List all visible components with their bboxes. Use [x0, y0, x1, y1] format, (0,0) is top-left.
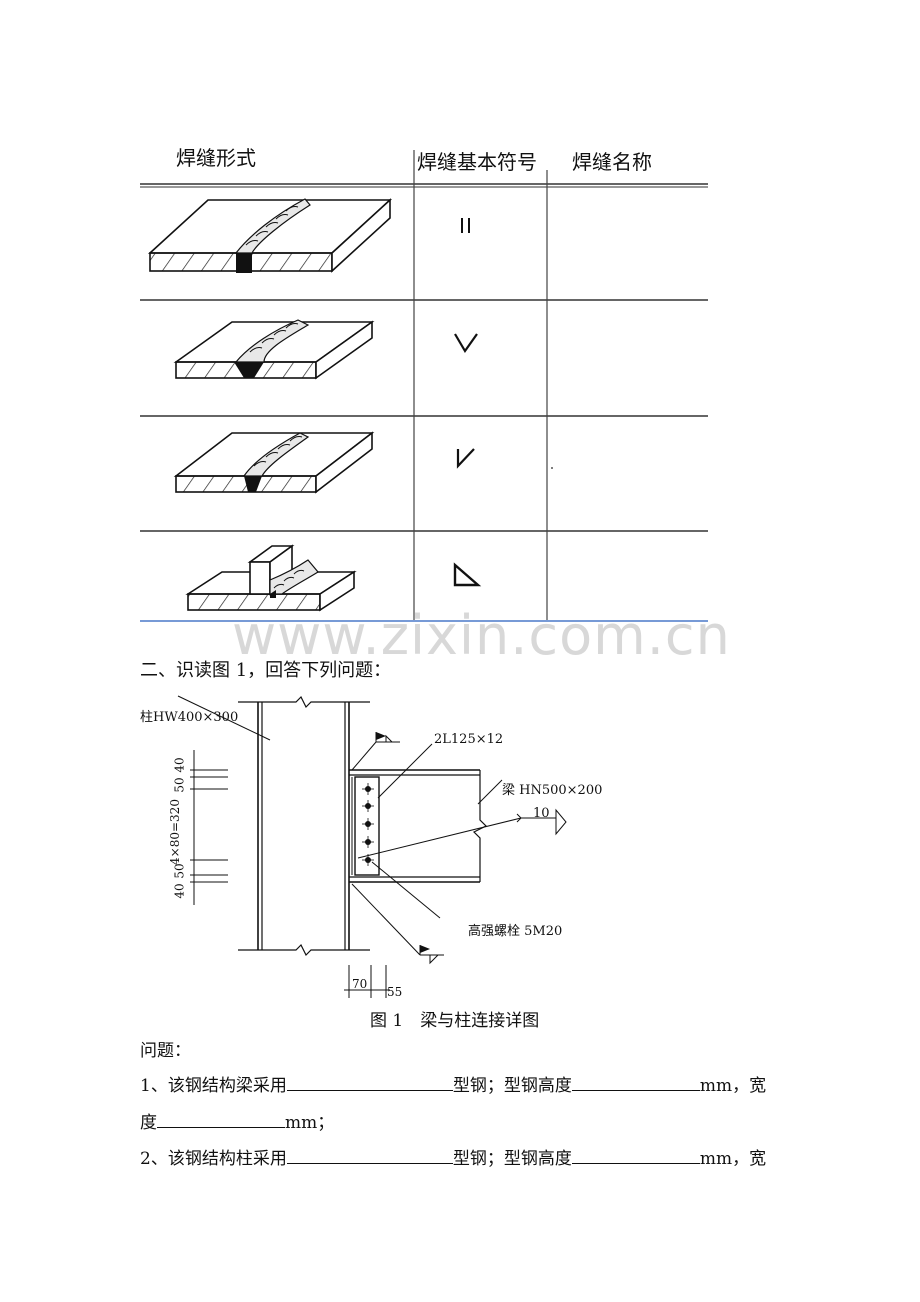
questions-label: 问题： — [140, 1041, 191, 1061]
i-weld-symbol — [461, 218, 470, 233]
bevel-weld-symbol — [456, 448, 475, 469]
dim-50-top: 50 — [172, 777, 187, 793]
weld-form-row-1 — [147, 198, 393, 273]
q2-height-blank[interactable] — [571, 1147, 700, 1164]
q2-prefix: 2、该钢结构柱采用 — [140, 1149, 287, 1169]
q1-end: mm，宽 — [699, 1076, 767, 1096]
section-heading: 二、识读图 1，回答下列问题： — [140, 660, 392, 681]
bolt-label: 高强螺栓 5M20 — [468, 924, 563, 939]
weld-form-row-3 — [173, 431, 375, 494]
q1-section-type-blank[interactable] — [286, 1074, 453, 1091]
q1-prefix: 1、该钢结构梁采用 — [140, 1076, 287, 1096]
q1-line2-prefix: 度 — [140, 1113, 157, 1133]
header-weld-form: 焊缝形式 — [176, 146, 256, 170]
question-2-line-1: 2、该钢结构柱采用 型钢；型钢高度 mm，宽 — [140, 1144, 766, 1169]
q2-end: mm，宽 — [699, 1149, 767, 1169]
dim-70: 70 — [352, 977, 368, 991]
q2-section-type-blank[interactable] — [286, 1147, 453, 1164]
q1-width-blank[interactable] — [157, 1111, 285, 1128]
question-1-line-2: 度 mm； — [140, 1108, 334, 1133]
dim-40-top: 40 — [172, 757, 187, 773]
weld-form-row-4 — [185, 544, 357, 612]
dim-55: 55 — [387, 985, 403, 999]
v-weld-symbol — [454, 333, 478, 354]
figure-caption: 图 1 梁与柱连接详图 — [370, 1011, 540, 1031]
beam-column-detail-figure — [177, 695, 567, 998]
weld-table-grid — [140, 150, 708, 622]
weld-size-label: 10 — [533, 806, 550, 821]
question-1-line-1: 1、该钢结构梁采用 型钢；型钢高度 mm，宽 — [140, 1071, 766, 1096]
q1-mid: 型钢；型钢高度 — [452, 1076, 572, 1096]
watermark: www.zixin.com.cn — [232, 604, 731, 667]
angle-label: 2L125×12 — [434, 732, 504, 747]
weld-form-row-2 — [173, 319, 375, 380]
dim-bolt-spacing: 4×80=320 — [167, 799, 182, 865]
header-weld-name: 焊缝名称 — [572, 150, 652, 174]
dim-40-bottom: 40 — [172, 883, 187, 899]
dim-50-bottom: 50 — [172, 863, 187, 879]
q1-height-blank[interactable] — [571, 1074, 700, 1091]
column-label: 柱HW400×300 — [140, 710, 239, 725]
fillet-weld-symbol — [453, 562, 482, 587]
beam-label: 梁 HN500×200 — [502, 783, 603, 798]
q1-line2-end: mm； — [285, 1113, 335, 1133]
header-weld-symbol: 焊缝基本符号 — [417, 150, 537, 174]
q2-mid: 型钢；型钢高度 — [452, 1149, 572, 1169]
